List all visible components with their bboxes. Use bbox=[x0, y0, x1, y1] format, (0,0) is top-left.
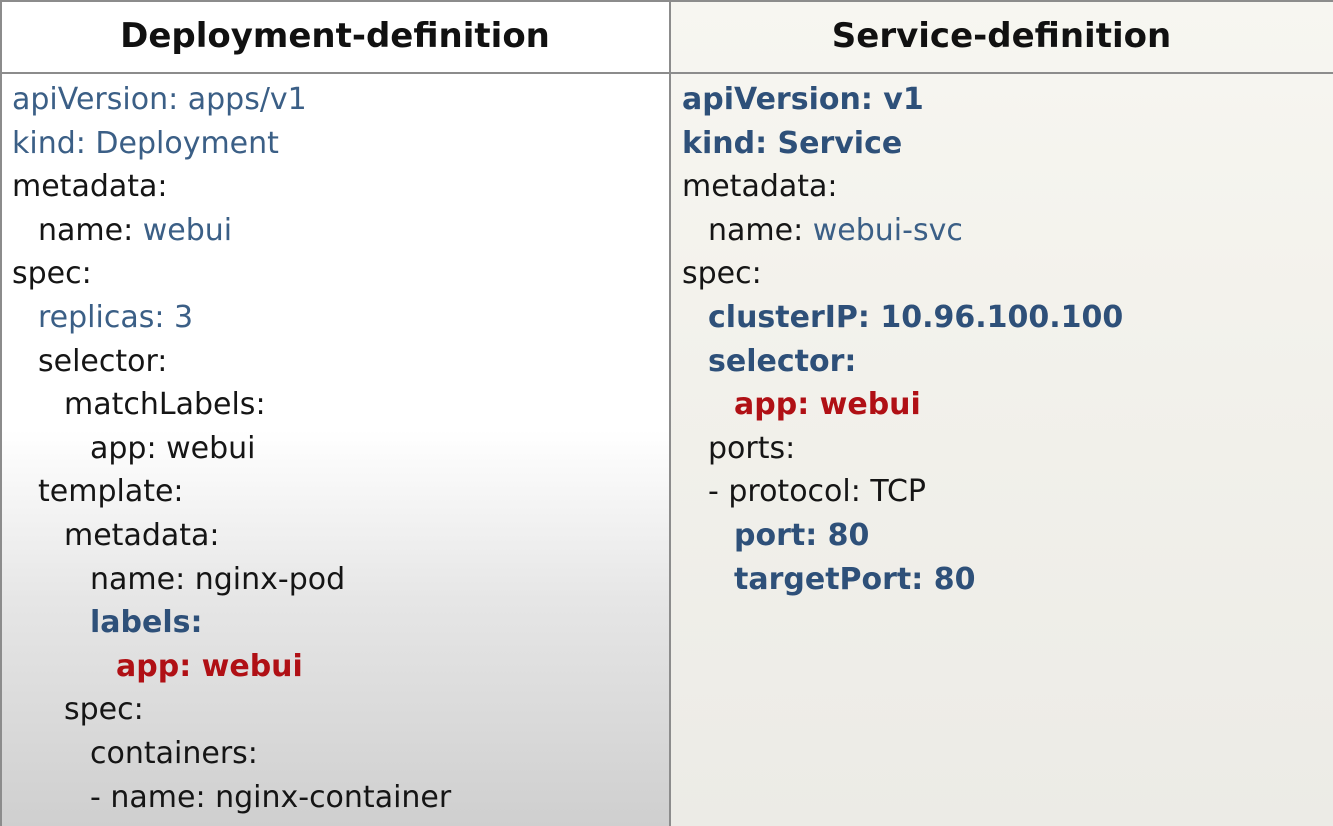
yaml-text: port: 80 bbox=[734, 517, 870, 553]
yaml-text: apiVersion: apps/v1 bbox=[12, 82, 307, 117]
service-yaml-line: app: webui bbox=[682, 383, 1123, 427]
yaml-text: app: webui bbox=[734, 387, 921, 423]
yaml-text: targetPort: 80 bbox=[734, 561, 976, 597]
deployment-yaml-line: image: nginx:1.14 bbox=[12, 819, 451, 826]
deployment-yaml-line: kind: Deployment bbox=[12, 122, 451, 166]
header-divider bbox=[0, 72, 1333, 74]
service-yaml-line: kind: Service bbox=[682, 122, 1123, 166]
yaml-text: name: bbox=[38, 212, 143, 248]
yaml-text: - name: nginx-container bbox=[90, 779, 452, 815]
yaml-text: metadata: bbox=[64, 517, 220, 553]
deployment-yaml-line: selector: bbox=[12, 340, 451, 384]
yaml-text: spec: bbox=[64, 692, 144, 728]
service-yaml-line: apiVersion: v1 bbox=[682, 78, 1123, 122]
yaml-text: clusterIP: 10.96.100.100 bbox=[708, 299, 1124, 335]
deployment-yaml-line: app: webui bbox=[12, 427, 451, 471]
service-yaml-line: metadata: bbox=[682, 165, 1123, 209]
yaml-text: ports: bbox=[708, 430, 796, 466]
yaml-text: apiVersion: v1 bbox=[682, 82, 924, 117]
yaml-text: spec: bbox=[682, 256, 762, 292]
yaml-text: name: bbox=[708, 212, 813, 248]
deployment-yaml-line: containers: bbox=[12, 732, 451, 776]
service-yaml-line: name: webui-svc bbox=[682, 209, 1123, 253]
deployment-yaml-line: - name: nginx-container bbox=[12, 776, 451, 820]
deployment-yaml-line: spec: bbox=[12, 688, 451, 732]
service-column bbox=[670, 0, 1333, 826]
deployment-yaml-line: matchLabels: bbox=[12, 383, 451, 427]
yaml-text: - protocol: TCP bbox=[708, 474, 926, 510]
yaml-text: selector: bbox=[38, 343, 168, 379]
yaml-text: spec: bbox=[12, 256, 92, 292]
yaml-text: image: nginx:1.14 bbox=[116, 823, 422, 826]
deployment-yaml-line: replicas: 3 bbox=[12, 296, 451, 340]
service-yaml: apiVersion: v1 kind: Service metadata: name… bbox=[682, 78, 1123, 601]
yaml-text: replicas: 3 bbox=[38, 299, 194, 335]
deployment-yaml: apiVersion: apps/v1 kind: Deployment metad… bbox=[12, 78, 451, 826]
yaml-text: kind: Service bbox=[682, 125, 903, 161]
deployment-yaml-line: name: webui bbox=[12, 209, 451, 253]
deployment-yaml-line: template: bbox=[12, 470, 451, 514]
yaml-value: webui-svc bbox=[812, 212, 963, 248]
deployment-yaml-line: metadata: bbox=[12, 165, 451, 209]
service-header: Service-definition bbox=[831, 16, 1172, 56]
service-yaml-line: selector: bbox=[682, 340, 1123, 384]
service-yaml-line: port: 80 bbox=[682, 514, 1123, 558]
deployment-yaml-line: apiVersion: apps/v1 bbox=[12, 78, 451, 122]
service-yaml-line: clusterIP: 10.96.100.100 bbox=[682, 296, 1123, 340]
deployment-yaml-line: app: webui bbox=[12, 645, 451, 689]
column-divider bbox=[669, 0, 671, 826]
table-border-top bbox=[0, 0, 1333, 2]
deployment-yaml-line: metadata: bbox=[12, 514, 451, 558]
yaml-text: kind: Deployment bbox=[12, 125, 279, 161]
deployment-header: Deployment-definition bbox=[120, 16, 550, 56]
yaml-value: webui bbox=[142, 212, 233, 248]
service-yaml-line: spec: bbox=[682, 252, 1123, 296]
service-yaml-line: - protocol: TCP bbox=[682, 470, 1123, 514]
yaml-text: matchLabels: bbox=[64, 387, 266, 423]
yaml-text: app: webui bbox=[90, 430, 256, 466]
deployment-yaml-line: spec: bbox=[12, 252, 451, 296]
yaml-text: labels: bbox=[90, 605, 203, 641]
yaml-text: template: bbox=[38, 474, 184, 510]
deployment-yaml-line: labels: bbox=[12, 601, 451, 645]
table-border-left bbox=[0, 0, 2, 826]
service-yaml-line: targetPort: 80 bbox=[682, 558, 1123, 602]
deployment-yaml-line: name: nginx-pod bbox=[12, 558, 451, 602]
service-yaml-line: ports: bbox=[682, 427, 1123, 471]
yaml-text: name: nginx-pod bbox=[90, 561, 346, 597]
yaml-text: metadata: bbox=[12, 169, 168, 205]
deployment-column bbox=[0, 0, 670, 826]
yaml-text: metadata: bbox=[682, 169, 838, 205]
yaml-text: selector: bbox=[708, 343, 857, 379]
yaml-text: app: webui bbox=[116, 648, 303, 684]
yaml-text: containers: bbox=[90, 735, 258, 771]
